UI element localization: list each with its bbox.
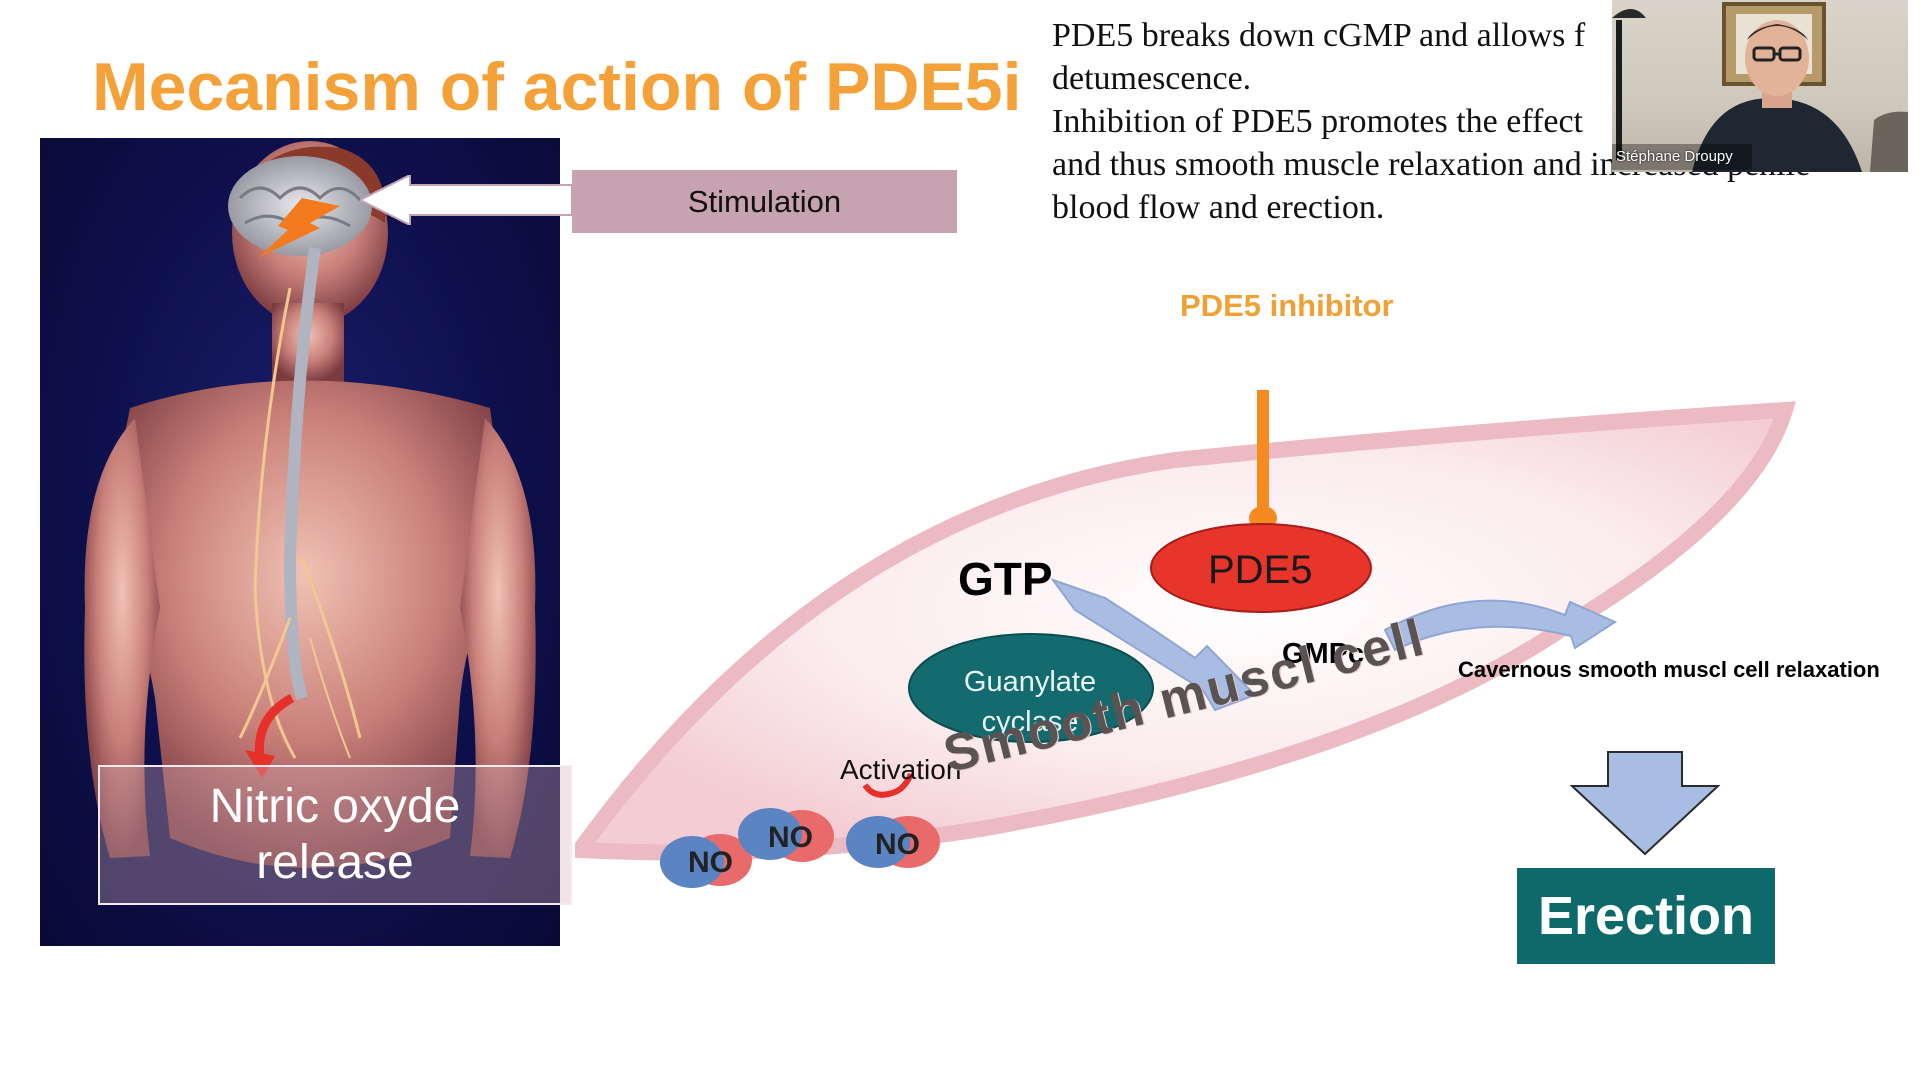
no-release-line: Nitric oxyde: [209, 780, 461, 833]
pde5-label: PDE5: [1208, 548, 1313, 592]
no-molecules: NO NO NO: [660, 808, 940, 888]
down-arrow: [1570, 751, 1720, 856]
description-line: Inhibition of PDE5 promotes the effect: [1052, 103, 1583, 140]
speaker-name-background: [1612, 144, 1752, 170]
no-molecule: NO: [738, 808, 834, 862]
guanylate-line: cyclase: [981, 706, 1079, 738]
stimulation-box: Stimulation: [572, 170, 957, 233]
no-molecule: NO: [846, 816, 940, 868]
pde5-inhibitor-line: [1257, 390, 1269, 520]
guanylate-cyclase-label: Guanylate cyclase: [960, 662, 1100, 742]
description-line: blood flow and erection.: [1052, 189, 1385, 226]
gtp-label: GTP: [958, 553, 1053, 605]
relaxation-label: Cavernous smooth muscl cell relaxation: [1458, 657, 1880, 682]
smooth-muscle-cell-diagram: [575, 390, 1796, 861]
muscle-cell-shape: [575, 401, 1796, 861]
nitric-oxyde-release-box: Nitric oxyde release: [98, 765, 572, 905]
activation-label: Activation: [840, 754, 962, 785]
no-label: NO: [688, 846, 733, 879]
description-line: PDE5 breaks down cGMP and allows f: [1052, 17, 1586, 54]
gtp-to-gmpc-arrow: [1050, 578, 1257, 712]
gmpc-label: GMPc: [1282, 638, 1365, 670]
no-label: NO: [875, 828, 920, 861]
speaker-name: Stéphane Droupy: [1616, 148, 1733, 165]
human-body-illustration: [40, 138, 560, 946]
description-line: detumescence.: [1052, 60, 1252, 97]
activation-mark: [862, 772, 914, 798]
human-body-figure: [84, 141, 536, 868]
stimulation-arrow: [360, 175, 573, 225]
erection-box: Erection: [1517, 868, 1775, 964]
guanylate-line: Guanylate: [963, 666, 1097, 698]
stimulation-label: Stimulation: [687, 183, 842, 219]
guanylate-cyclase: [908, 633, 1154, 743]
no-molecule: NO: [660, 834, 752, 888]
no-release-line: release: [256, 836, 414, 889]
erection-label: Erection: [1537, 886, 1755, 946]
gmpc-to-relaxation-arrow: [1383, 599, 1618, 652]
slide-title: Mecanism of action of PDE5i: [92, 49, 1022, 125]
pde5-inhibitor-label: PDE5 inhibitor: [1180, 288, 1394, 323]
pde5-enzyme: [1150, 523, 1372, 613]
no-label: NO: [768, 821, 813, 854]
speaker-video-frame: [1612, 2, 1908, 172]
speaker-video-tile[interactable]: [1612, 0, 1908, 172]
